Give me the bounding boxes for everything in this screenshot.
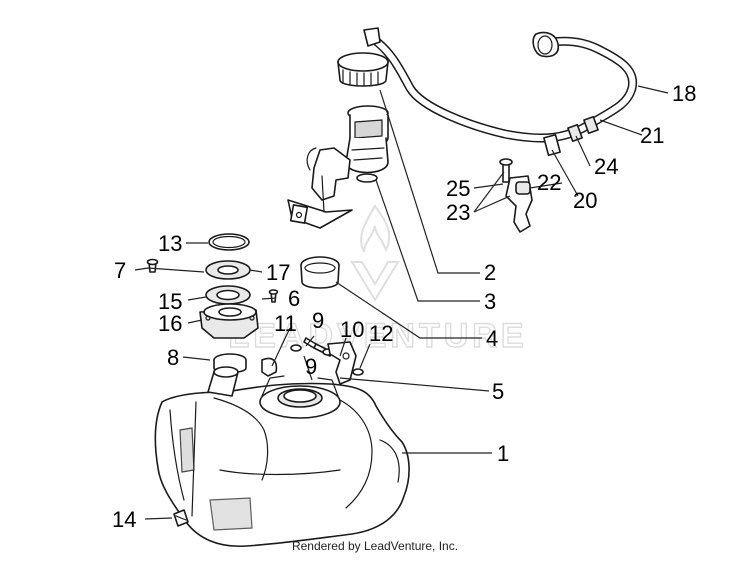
callout-16: 16	[158, 311, 182, 336]
callout-11: 11	[274, 311, 297, 336]
callout-6: 6	[288, 286, 300, 311]
fuel-tank	[154, 366, 410, 548]
callout-22: 22	[537, 170, 561, 195]
callout-10: 10	[340, 317, 364, 342]
callout-8: 8	[167, 345, 179, 370]
callout-21: 21	[640, 123, 664, 148]
svg-text:LEADVENTURE: LEADVENTURE	[228, 317, 527, 355]
callout-20: 20	[573, 188, 597, 213]
callout-9-lower: 9	[305, 354, 317, 379]
callout-5: 5	[492, 379, 504, 404]
leader-lines	[134, 85, 669, 520]
callout-18: 18	[672, 81, 696, 106]
callout-17: 17	[266, 260, 290, 285]
callout-13: 13	[158, 231, 182, 256]
hardware	[261, 337, 364, 385]
callout-15: 15	[158, 289, 182, 314]
callout-24: 24	[594, 154, 618, 179]
fuel-hose	[363, 27, 638, 157]
callout-1: 1	[497, 441, 509, 466]
callout-9-upper: 9	[312, 308, 324, 333]
leadventure-watermark: LEADVENTURE	[228, 204, 527, 356]
mounting-bracket	[499, 158, 533, 233]
callout-3: 3	[484, 289, 496, 314]
fuel-pump-assembly	[287, 105, 389, 229]
callout-4: 4	[486, 326, 498, 351]
callout-2: 2	[484, 260, 496, 285]
footer-credit: Rendered by LeadVenture, Inc.	[291, 539, 459, 553]
callout-14: 14	[112, 507, 136, 532]
fuel-pump-lock-ring	[337, 52, 389, 87]
callout-7: 7	[114, 258, 126, 283]
callout-23: 23	[446, 200, 470, 225]
pump-gasket	[300, 256, 340, 289]
callout-labels: 1 2 3 4 5 6 7 8 9 9 10 11 12 13 14 15 16…	[112, 81, 696, 532]
callout-25: 25	[446, 176, 470, 201]
callout-12: 12	[369, 321, 393, 346]
